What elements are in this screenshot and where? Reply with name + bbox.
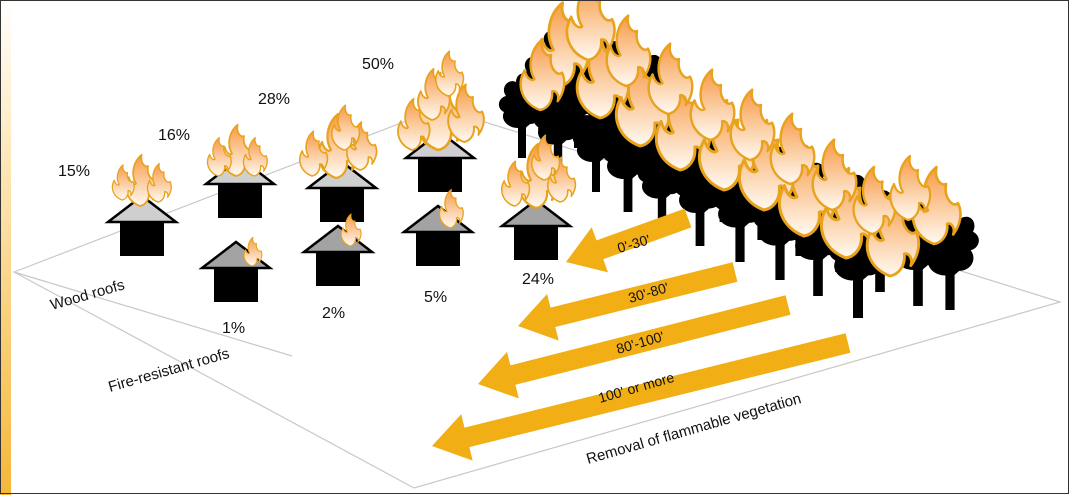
flame-36 [647,42,694,116]
house-wood-1-body [120,222,164,256]
fire-resistant-roofs-label: Fire-resistant roofs [106,345,231,396]
resistant-roof-pct-2: 2% [322,305,345,322]
arrow-100-plus [432,333,851,461]
arrow-0-30 [566,208,692,273]
house-wood-5-body [514,226,558,260]
flame-42 [889,154,932,222]
resistant-roof-pct-3: 5% [424,289,447,306]
house-wood-4-body [418,158,462,192]
ground-planes [12,107,1063,489]
house-resistant-3-body [416,232,460,266]
house-wood-3-body [320,188,364,222]
house-wood-2-body [218,184,262,218]
house-resistant-2-body [316,252,360,286]
flame-15 [434,50,465,97]
flame-39 [769,112,816,186]
house-resistant-1-body [214,268,258,302]
ground-plane-edge [13,271,293,357]
arrow-30-80 [518,262,738,341]
flame-38 [729,88,776,162]
flame-5 [206,136,232,177]
arrow-80-100 [478,295,791,399]
wood-roof-pct-2: 16% [158,127,190,144]
resistant-roof-pct-1: 1% [222,320,245,337]
house-resistant-2 [300,224,376,286]
wood-roof-pct-4: 50% [362,56,394,73]
flame-6 [242,136,268,177]
flame-20 [243,236,263,267]
flame-40 [811,138,858,212]
wood-roof-pct-5: 24% [522,271,554,288]
clearance-arrows [432,208,851,461]
wood-roofs-label: Wood roofs [48,276,126,313]
flame-10 [330,104,361,151]
flame-37 [689,68,736,142]
flame-8 [298,130,329,177]
ground-plane-outline [12,107,1063,489]
wood-roof-pct-1: 15% [58,163,90,180]
wood-roof-pct-3: 28% [258,91,290,108]
house-resistant-2-roof [300,224,376,254]
left-gradient-band [0,0,11,495]
flame-2 [111,164,135,201]
flame-22 [438,188,464,229]
house-wood-5 [498,198,574,260]
house-wood-1 [104,194,180,256]
flame-3 [146,162,172,203]
flame-17 [500,160,531,207]
